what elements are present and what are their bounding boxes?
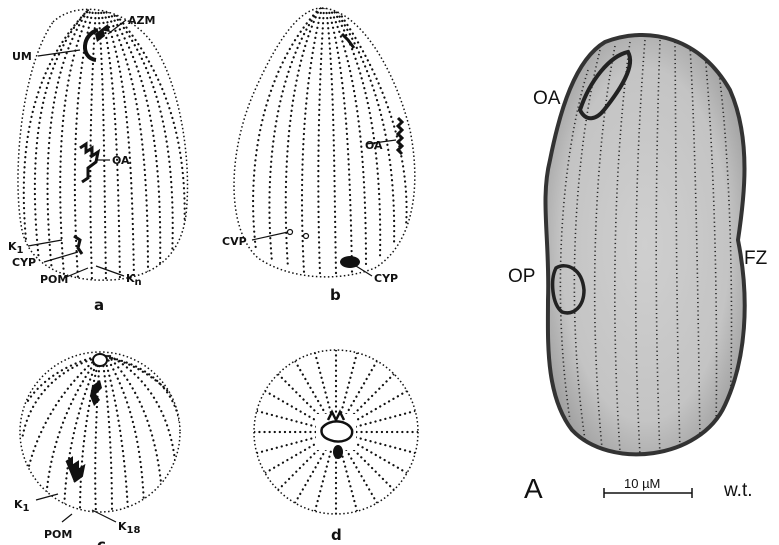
- label-cyp-a: CYP: [12, 256, 36, 269]
- label-op-photo: OP: [508, 266, 535, 287]
- cell-outline-b: [234, 8, 415, 277]
- label-cvp-b: CVP: [222, 235, 247, 248]
- oral-apparatus-c: [90, 380, 102, 406]
- panel-b: OA CVP CYP b: [222, 8, 415, 304]
- label-oa-b: OA: [365, 139, 383, 152]
- cell-outline-a: [18, 9, 188, 280]
- oa-primordium-a: [80, 144, 98, 182]
- cell-outline-c: [20, 352, 180, 512]
- panel-A-photo: OA OP FZ A 10 µM w.t.: [508, 35, 768, 504]
- panel-letter-A: A: [524, 473, 543, 504]
- cyp-d: [333, 445, 343, 459]
- cvp-pore-2: [304, 234, 309, 239]
- label-fz-photo: FZ: [744, 248, 768, 269]
- kineties-a: [24, 8, 185, 282]
- scale-bar: 10 µM: [604, 476, 692, 498]
- panel-c: K1 POM K18 c: [14, 352, 182, 545]
- label-oa-photo: OA: [533, 88, 561, 109]
- label-azm: AZM: [128, 14, 155, 27]
- scale-bar-label: 10 µM: [624, 476, 660, 491]
- label-cyp-b: CYP: [374, 272, 398, 285]
- panel-d: d: [254, 350, 418, 544]
- label-um: UM: [12, 50, 32, 63]
- label-pom-a: POM: [40, 273, 68, 286]
- panel-a: AZM UM OA K1 CYP POM Kn a: [8, 8, 188, 314]
- panel-letter-b: b: [330, 286, 341, 304]
- label-k1-a: K1: [8, 240, 24, 256]
- strain-label: w.t.: [723, 480, 753, 501]
- apical-pore-c: [93, 354, 107, 366]
- cvp-pore-1: [288, 230, 293, 235]
- panel-letter-d: d: [331, 526, 342, 544]
- label-pom-c: POM: [44, 528, 72, 541]
- panel-letter-c: c: [97, 536, 106, 545]
- panel-letter-a: a: [94, 296, 104, 314]
- label-oa-a: OA: [112, 154, 130, 167]
- label-k18-c: K18: [118, 520, 140, 536]
- label-k1-c: K1: [14, 498, 30, 514]
- label-kn-a: Kn: [126, 272, 142, 288]
- cyp-a: [74, 236, 82, 254]
- photo-cell-body: [545, 35, 744, 454]
- azm-zone: [95, 24, 110, 42]
- oa-primordium-b: [398, 118, 402, 154]
